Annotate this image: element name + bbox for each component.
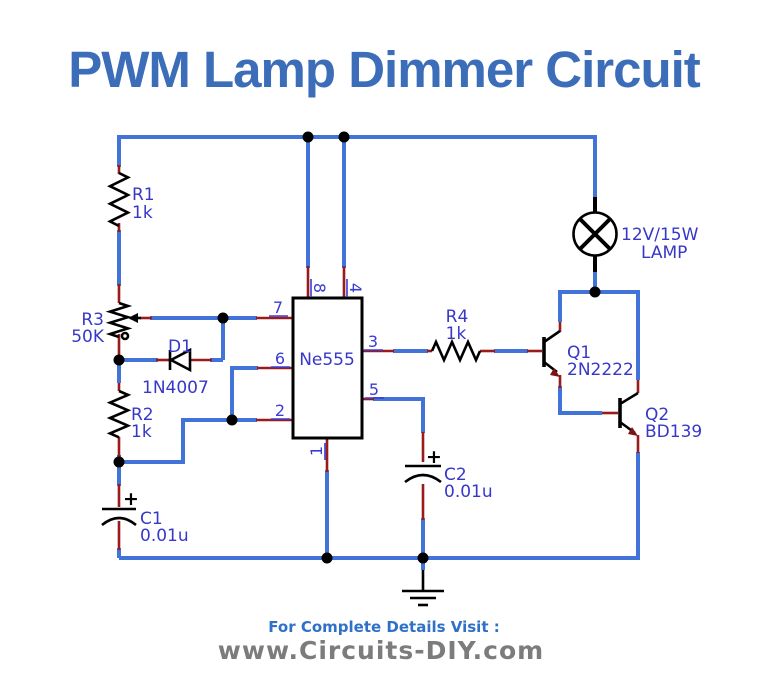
q1-ref-label: Q1 — [567, 343, 591, 363]
ground-symbol-icon — [402, 570, 444, 607]
transistor-q2: Q2 BD139 — [618, 391, 702, 442]
pin5-label: 5 — [369, 380, 379, 399]
lamp-name-label: LAMP — [641, 243, 687, 263]
component-leads — [117, 165, 640, 550]
resistor-r1: R1 1k — [107, 171, 155, 228]
q1-value-label: 2N2222 — [567, 360, 634, 380]
pin1-label: 1 — [307, 446, 326, 456]
page-title: PWM Lamp Dimmer Circuit — [68, 41, 701, 98]
c2-plus-sign: + — [426, 446, 442, 468]
r1-ref-label: R1 — [132, 185, 155, 205]
pin7-label: 7 — [273, 298, 283, 317]
wiper-arrow-icon — [128, 313, 138, 323]
diode-d1: D1 1N4007 — [142, 337, 209, 398]
r2-ref-label: R2 — [131, 405, 154, 425]
pin6-label: 6 — [275, 349, 285, 368]
capacitor-c1: + C1 0.01u — [101, 488, 189, 546]
q1-emitter-arrow-icon — [550, 368, 560, 377]
lamp: 12V/15W LAMP — [572, 197, 699, 272]
circuit-wires — [117, 135, 640, 570]
lamp-rating-label: 12V/15W — [621, 225, 699, 245]
pin4-label: 4 — [346, 283, 365, 293]
r1-value-label: 1k — [132, 203, 153, 223]
pin2-label: 2 — [275, 401, 285, 420]
c1-value-label: 0.01u — [140, 526, 189, 546]
capacitor-c2: + C2 0.01u — [404, 446, 493, 502]
pin8-label: 8 — [310, 283, 329, 293]
resistor-r2: R2 1k — [106, 389, 154, 442]
junction-dots — [113, 131, 601, 564]
pin3-label: 3 — [368, 332, 378, 351]
c2-ref-label: C2 — [444, 465, 467, 485]
resistor-r4: R4 1k — [430, 307, 482, 364]
r3-ref-label: R3 — [81, 310, 104, 330]
c1-ref-label: C1 — [140, 509, 163, 529]
site-url: www.Circuits-DIY.com — [218, 636, 544, 665]
diode-triangle-icon — [168, 347, 192, 373]
q2-value-label: BD139 — [645, 422, 702, 442]
r3-value-label: 50K — [71, 327, 105, 347]
transistor-q1: Q1 2N2222 — [542, 329, 634, 380]
q2-ref-label: Q2 — [645, 405, 669, 425]
c1-plus-sign: + — [123, 488, 139, 510]
d1-ref-label: D1 — [168, 337, 192, 357]
footer-note: For Complete Details Visit : — [268, 618, 499, 636]
wiper-terminal-icon — [120, 331, 130, 341]
r2-value-label: 1k — [131, 422, 152, 442]
d1-value-label: 1N4007 — [142, 378, 209, 398]
potentiometer-r3: R3 50K — [71, 301, 141, 347]
ic-name-label: Ne555 — [299, 350, 355, 370]
q2-emitter-arrow-icon — [628, 427, 638, 436]
c2-value-label: 0.01u — [444, 482, 493, 502]
r4-value-label: 1k — [446, 324, 467, 344]
ic-ne555: Ne555 7 6 2 3 5 8 4 1 — [269, 279, 384, 460]
r4-ref-label: R4 — [446, 307, 469, 327]
